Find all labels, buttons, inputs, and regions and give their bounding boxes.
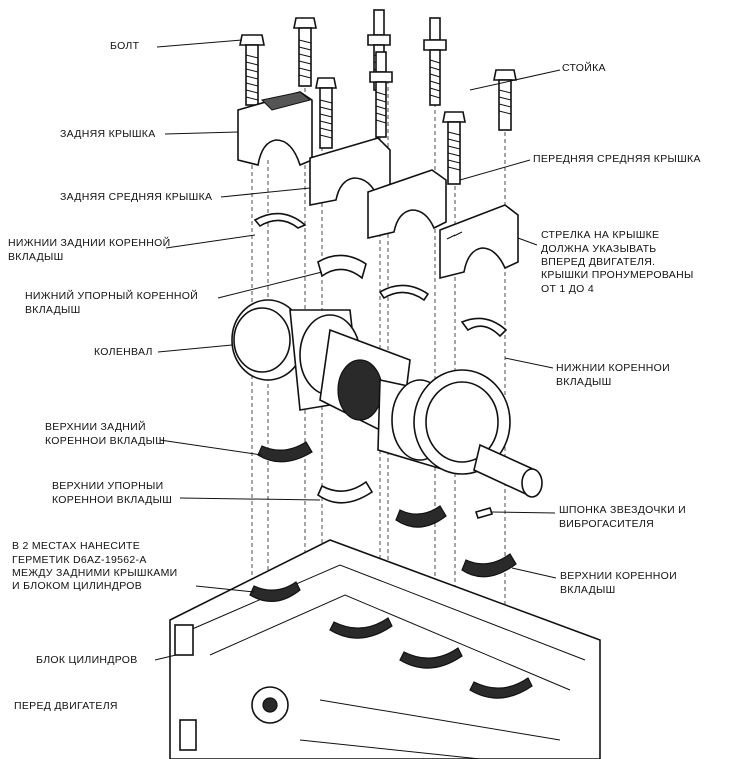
label-arrow-note-line3: ВПЕРЕД ДВИГАТЕЛЯ. [541,256,656,268]
label-rear-cap: ЗАДНЯЯ КРЫШКА [60,128,156,140]
crankshaft-shape [231,299,543,498]
label-sealant-line4: И БЛОКОМ ЦИЛИНДРОВ [12,580,143,592]
label-lower-rear-bearing-line2: ВКЛАДЫШ [8,251,64,263]
label-lower-main-bearing-line2: ВКЛАДЫШ [556,376,612,388]
label-upper-thrust-bearing-line2: КОРЕННОИ ВКЛАДЫШ [52,494,173,506]
label-arrow-note-line2: ДОЛЖНА УКАЗЫВАТЬ [541,243,657,255]
label-lower-main-bearing-line1: НИЖНИИ КОРЕННОИ [556,362,670,374]
label-upper-main-bearing-line1: ВЕРХНИИ КОРЕННОИ [560,570,677,582]
bolts [239,9,517,185]
label-lower-thrust-bearing-line1: НИЖНИЙ УПОРНЫЙ КОРЕННОЙ [25,290,199,302]
label-upper-main-bearing-line2: ВКЛАДЫШ [560,584,616,596]
label-key-line2: ВИБРОГАСИТЕЛЯ [559,518,655,530]
bolt-4 [493,69,517,131]
bolt-2 [293,17,317,87]
label-upper-rear-bearing-line1: ВЕРХНИИ ЗАДНИЙ [45,421,146,433]
label-lower-thrust-bearing-line2: ВКЛАДЫШ [25,304,81,316]
front-cap [439,204,519,280]
label-cylinder-block: БЛОК ЦИЛИНДРОВ [36,654,138,666]
rear-cap [237,91,313,167]
bearing-caps [237,91,519,280]
bolt-5 [442,111,466,185]
label-upper-thrust-bearing-line1: ВЕРХНИИ УПОРНЫИ [52,480,164,492]
label-rear-middle-cap: ЗАДНЯЯ СРЕДНЯЯ КРЫШКА [60,191,213,203]
label-stud: СТОЙКА [562,62,606,74]
label-lower-rear-bearing-line1: НИЖНИИ ЗАДНИИ КОРЕННОЙ [8,237,171,249]
stud-3 [369,51,393,138]
label-sealant-line2: ГЕРМЕТИК D6AZ-19562-A [12,554,147,566]
leader-lines [154,39,561,661]
label-arrow-note-line5: ОТ 1 ДО 4 [541,283,594,295]
label-crankshaft: КОЛЕНВАЛ [94,346,153,358]
label-bolt: БОЛТ [110,40,140,52]
bolt-1 [239,34,265,106]
label-arrow-note-line1: СТРЕЛКА НА КРЫШКЕ [541,229,660,241]
label-front-middle-cap: ПЕРЕДНЯЯ СРЕДНЯЯ КРЫШКА [533,153,701,165]
front-middle-cap [367,169,447,240]
label-engine-front: ПЕРЕД ДВИГАТЕЛЯ [14,700,118,712]
stud-2 [423,17,447,106]
bearing-shells [253,212,517,578]
label-upper-rear-bearing-line2: КОРЕННОИ ВКЛАДЫШ [45,435,166,447]
cylinder-block-shape [169,539,601,759]
label-arrow-note-line4: КРЫШКИ ПРОНУМЕРОВАНЫ [541,269,694,281]
label-sealant-line3: МЕЖДУ ЗАДНИМИ КРЫШКАМИ [12,567,178,579]
label-key-line1: ШПОНКА ЗВЕЗДОЧКИ И [559,504,686,516]
label-sealant-line1: В 2 МЕСТАХ НАНЕСИТЕ [12,540,141,552]
bolt-3 [315,77,337,149]
